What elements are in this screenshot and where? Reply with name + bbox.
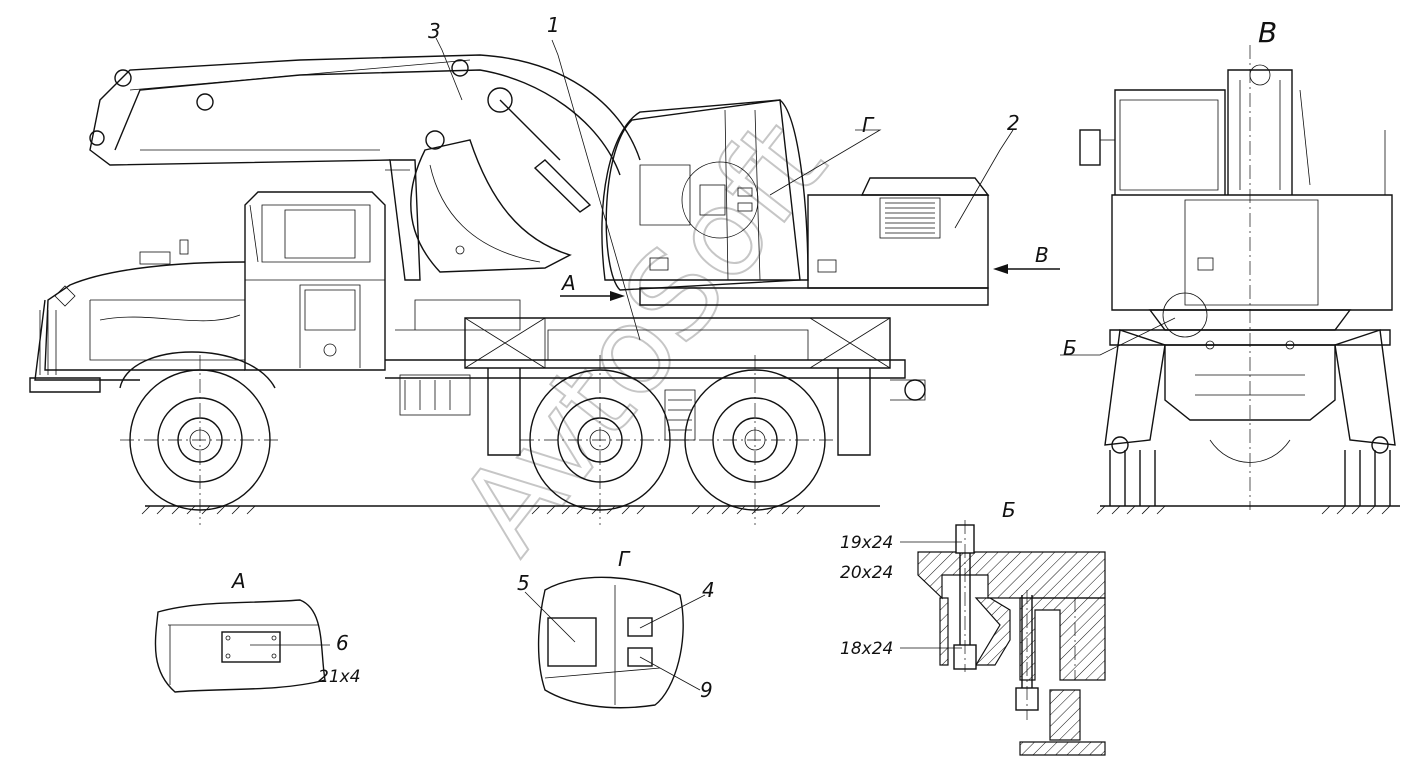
detail-A bbox=[154, 599, 326, 693]
wheel-rear-2 bbox=[675, 355, 835, 525]
rear-view bbox=[1079, 45, 1396, 510]
dimension-18x24: 18х24 bbox=[840, 639, 893, 659]
dimension-21x4: 21х4 bbox=[318, 667, 361, 687]
view-label-G-detail: Г bbox=[618, 547, 631, 571]
view-label-V-arrow: В bbox=[1035, 243, 1049, 267]
rear-suspension bbox=[664, 389, 696, 441]
side-view-excavator bbox=[89, 54, 990, 306]
view-label-A-detail: А bbox=[230, 569, 246, 593]
callout-5: 5 bbox=[517, 571, 530, 595]
view-label-G-leader: Г bbox=[862, 113, 875, 137]
view-label-A-arrow: А bbox=[560, 271, 576, 295]
view-label-B-section: Б bbox=[1002, 498, 1016, 522]
callout-6: 6 bbox=[336, 631, 349, 655]
dimension-20x24: 20х24 bbox=[840, 563, 893, 583]
callout-1: 1 bbox=[547, 13, 560, 37]
detail-G bbox=[537, 576, 684, 709]
ground-lines bbox=[141, 505, 1400, 515]
wheel-front bbox=[120, 355, 280, 525]
section-B bbox=[917, 520, 1106, 756]
side-view-truck bbox=[29, 191, 926, 456]
labels: 1 2 3 4 5 6 9 А А Б Б В В Г Г 21х4 19х24… bbox=[230, 13, 1277, 702]
callout-2: 2 bbox=[1007, 111, 1020, 135]
dimension-19x24: 19х24 bbox=[840, 533, 893, 553]
callout-4: 4 bbox=[702, 578, 715, 602]
callout-9: 9 bbox=[700, 678, 713, 702]
view-label-B-leader: Б bbox=[1063, 336, 1077, 360]
leaders bbox=[250, 37, 1176, 691]
callout-3: 3 bbox=[428, 19, 441, 43]
view-label-V-title: В bbox=[1258, 16, 1277, 49]
